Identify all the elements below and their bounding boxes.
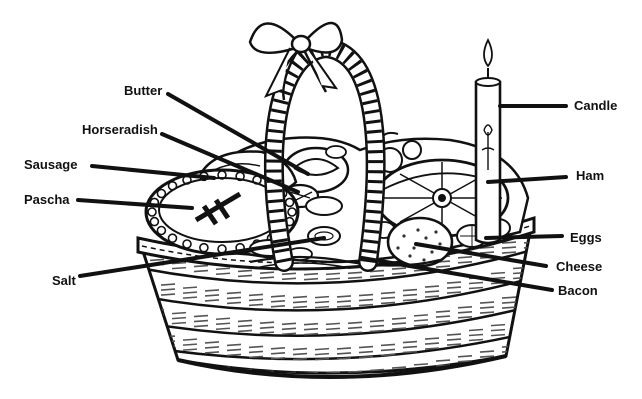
- label-eggs: Eggs: [570, 231, 602, 244]
- candle: [476, 40, 500, 243]
- label-cheese: Cheese: [556, 260, 602, 273]
- eggs-leader-line: [486, 236, 562, 238]
- cheese: [388, 218, 452, 266]
- label-bacon: Bacon: [558, 284, 598, 297]
- label-ham: Ham: [576, 169, 604, 182]
- label-butter: Butter: [124, 84, 162, 97]
- label-pascha: Pascha: [24, 193, 70, 206]
- label-horseradish: Horseradish: [82, 123, 158, 136]
- label-sausage: Sausage: [24, 158, 77, 171]
- label-candle: Candle: [574, 99, 617, 112]
- label-salt: Salt: [52, 274, 76, 287]
